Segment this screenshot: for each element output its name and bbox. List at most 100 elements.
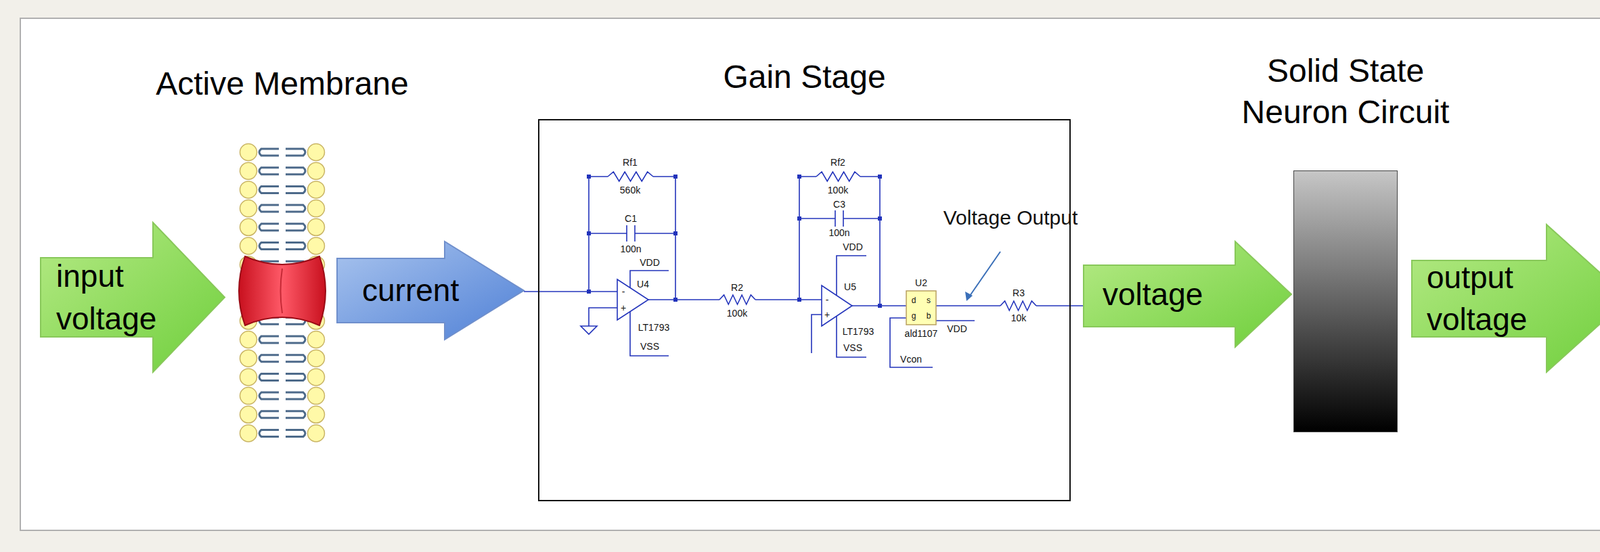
wire bbox=[936, 305, 1001, 307]
component-name: U2 bbox=[915, 277, 928, 289]
component-value: 10k bbox=[1011, 312, 1027, 324]
component-name: Rf2 bbox=[830, 157, 846, 168]
junction-dot bbox=[877, 174, 882, 179]
resistor-symbol bbox=[719, 295, 756, 305]
wire bbox=[580, 326, 597, 335]
resistor-symbol bbox=[607, 171, 654, 182]
node-heading: Gain Stage bbox=[722, 56, 886, 99]
wire bbox=[634, 232, 676, 235]
wire bbox=[634, 225, 636, 242]
junction-dot bbox=[877, 216, 882, 221]
opamp-symbol bbox=[821, 285, 853, 327]
arrow-shape bbox=[40, 222, 225, 373]
component-name: Rf1 bbox=[622, 157, 638, 168]
wire bbox=[630, 270, 669, 288]
wire bbox=[630, 312, 669, 357]
leader-line bbox=[968, 251, 1001, 298]
pin-name: b bbox=[926, 312, 932, 322]
opamp-symbol bbox=[617, 279, 649, 321]
junction-dot bbox=[673, 297, 678, 302]
signal-name: Vcon bbox=[900, 353, 922, 365]
component-name: R2 bbox=[730, 282, 744, 294]
wire bbox=[936, 320, 975, 322]
arrow-outline bbox=[337, 241, 524, 340]
pin-name: d bbox=[911, 296, 917, 306]
transistor-symbol bbox=[906, 291, 937, 325]
callout-label: Voltage Output bbox=[942, 206, 1079, 231]
membrane-illustration: Active Membrane bbox=[239, 142, 325, 447]
gain-stage-schematic bbox=[523, 171, 1084, 368]
wire bbox=[755, 299, 822, 301]
arrow-outline bbox=[1411, 224, 1600, 373]
supply-name: VDD bbox=[842, 241, 863, 253]
wire bbox=[588, 232, 627, 235]
signal-arrow: output voltage bbox=[1411, 224, 1600, 373]
junction-dot bbox=[797, 297, 802, 302]
wire bbox=[648, 299, 720, 301]
signal-arrow: input voltage bbox=[40, 222, 225, 373]
lipid-bilayer bbox=[239, 142, 325, 447]
arrow-label: voltage bbox=[1102, 273, 1203, 316]
supply-name: VSS bbox=[640, 341, 660, 352]
wire bbox=[834, 210, 836, 227]
component-name: U4 bbox=[636, 278, 650, 290]
component-name: C1 bbox=[624, 213, 637, 225]
pin-sign: - bbox=[621, 286, 626, 298]
wire bbox=[1036, 305, 1084, 307]
junction-dot bbox=[586, 231, 591, 236]
arrow-label: input voltage bbox=[56, 255, 192, 340]
wire bbox=[799, 176, 817, 300]
background-panel bbox=[20, 18, 1600, 531]
arrow-label: output voltage bbox=[1426, 256, 1563, 341]
wire bbox=[588, 307, 618, 327]
arrow-outline bbox=[40, 222, 225, 373]
leader-arrowhead bbox=[965, 291, 973, 302]
junction-dot bbox=[673, 174, 678, 179]
pin-sign: + bbox=[824, 309, 830, 321]
resistor-symbol bbox=[1000, 301, 1037, 311]
junction-dot bbox=[797, 174, 802, 179]
wire bbox=[836, 255, 867, 296]
gain-stage-box: Gain Stage bbox=[538, 119, 1071, 502]
part-number: LT1793 bbox=[842, 326, 874, 338]
supply-name: VDD bbox=[639, 257, 660, 269]
neuron-circuit-box: Solid State Neuron Circuit bbox=[1293, 170, 1398, 433]
pin-name: g bbox=[911, 312, 917, 322]
wire bbox=[836, 316, 867, 358]
component-value: 100n bbox=[619, 243, 641, 255]
signal-arrow: current bbox=[337, 241, 524, 340]
wire bbox=[799, 217, 836, 220]
node-heading: Solid State Neuron Circuit bbox=[1223, 50, 1468, 134]
arrow-outline bbox=[1083, 241, 1292, 348]
ion-channel-pore bbox=[280, 268, 283, 314]
junction-dot bbox=[797, 216, 802, 221]
signal-arrow: voltage bbox=[1083, 241, 1292, 348]
component-value: 100k bbox=[827, 184, 849, 196]
supply-name: VSS bbox=[843, 342, 863, 354]
wire bbox=[811, 314, 822, 354]
pin-sign: - bbox=[825, 294, 830, 306]
pin-name: s bbox=[926, 296, 931, 306]
ion-channel bbox=[238, 256, 326, 326]
part-number: ald1107 bbox=[904, 328, 939, 340]
junction-dot bbox=[586, 174, 591, 179]
wire bbox=[843, 217, 880, 220]
junction-dot bbox=[877, 303, 882, 308]
component-value: 100k bbox=[726, 307, 748, 319]
component-value: 100n bbox=[828, 227, 850, 239]
pin-sign: + bbox=[620, 302, 627, 314]
node-heading: Active Membrane bbox=[155, 63, 409, 105]
wire bbox=[842, 210, 844, 227]
junction-dot bbox=[586, 289, 591, 294]
component-name: C3 bbox=[833, 198, 846, 210]
wire bbox=[653, 176, 676, 300]
supply-name: VDD bbox=[946, 323, 968, 335]
part-number: LT1793 bbox=[638, 322, 670, 333]
resistor-symbol bbox=[816, 171, 861, 182]
component-value: 560k bbox=[619, 184, 641, 196]
junction-dot bbox=[673, 231, 678, 236]
wire bbox=[588, 176, 608, 292]
component-name: U5 bbox=[843, 281, 857, 293]
wire bbox=[626, 225, 628, 242]
